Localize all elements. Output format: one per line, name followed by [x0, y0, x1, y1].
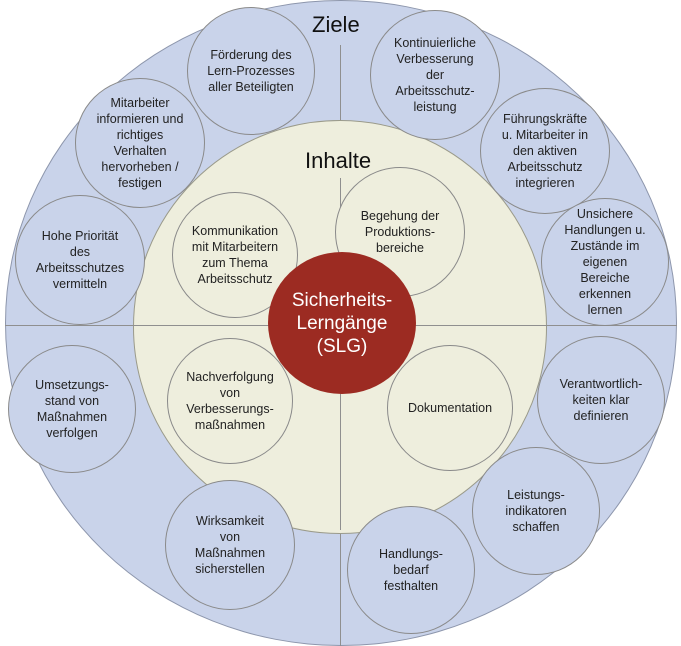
- ziel-circle: Führungskräfte u. Mitarbeiter in den akt…: [480, 88, 610, 214]
- ziel-circle: Verantwortlich- keiten klar definieren: [537, 336, 665, 464]
- ziel-circle: Handlungs- bedarf festhalten: [347, 506, 475, 634]
- inhalt-circle: Dokumentation: [387, 345, 513, 471]
- ziel-circle: Kontinuierliche Verbesserung der Arbeits…: [370, 10, 500, 140]
- ziel-circle: Unsichere Handlungen u. Zustände im eige…: [541, 198, 669, 326]
- ziel-circle: Mitarbeiter informieren und richtiges Ve…: [75, 78, 205, 208]
- ziel-circle: Umsetzungs- stand von Maßnahmen verfolge…: [8, 345, 136, 473]
- divider-top: [340, 45, 341, 125]
- ziel-circle: Wirksamkeit von Maßnahmen sicherstellen: [165, 480, 295, 610]
- inhalte-title: Inhalte: [305, 148, 372, 173]
- inhalt-circle: Nachverfolgung von Verbesserungs- maßnah…: [167, 338, 293, 464]
- divider-bottom: [340, 530, 341, 646]
- center-slg: Sicherheits- Lerngänge (SLG): [268, 252, 416, 394]
- ziele-title: Ziele: [312, 12, 360, 37]
- ziel-circle: Leistungs- indikatoren schaffen: [472, 447, 600, 575]
- ziel-circle: Förderung des Lern-Prozesses aller Betei…: [187, 7, 315, 135]
- ziel-circle: Hohe Priorität des Arbeitsschutzes vermi…: [15, 195, 145, 325]
